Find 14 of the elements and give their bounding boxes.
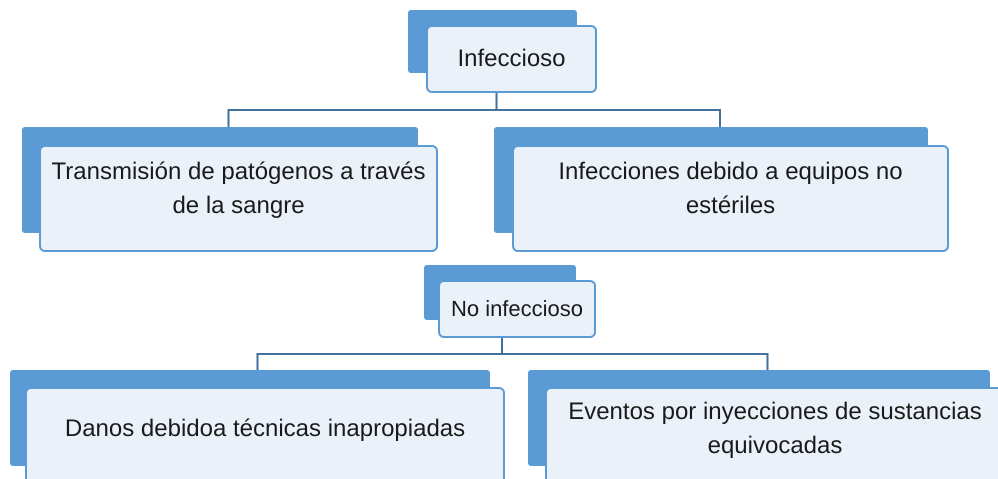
process-box	[10, 370, 505, 479]
process-box	[528, 370, 998, 479]
process-box	[494, 127, 949, 252]
process-box	[408, 10, 597, 93]
box-label: Danos debidoa técnicas inapropiadas	[64, 414, 466, 444]
process-box	[424, 265, 596, 338]
box-label: Infeccioso	[456, 44, 567, 74]
box-label: Eventos por inyecciones de sustancias equivocadas	[567, 397, 983, 461]
process-box	[22, 127, 438, 252]
connector-line	[496, 93, 721, 127]
box-label: Infecciones debido a equipos no estériles	[557, 156, 904, 220]
connector-line	[501, 338, 768, 370]
box-label: Transmisión de patógenos a través de la sangre	[50, 156, 426, 220]
box-label: No infeccioso	[450, 294, 584, 323]
